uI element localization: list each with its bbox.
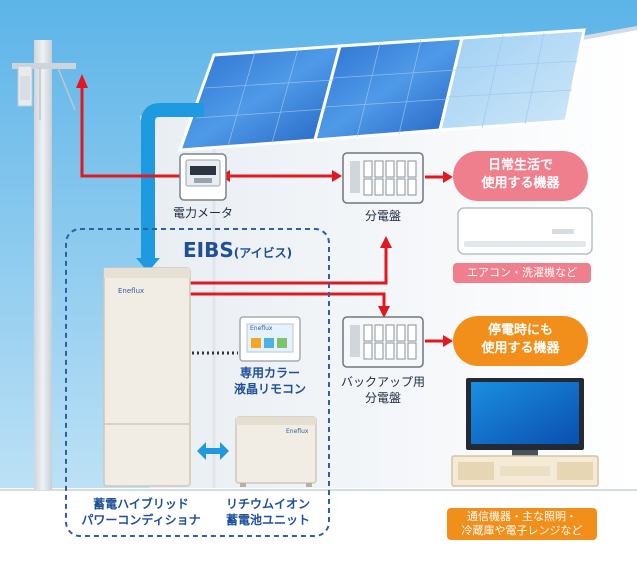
television [466, 378, 584, 456]
solar-feed-arrow [141, 103, 204, 262]
tv-stand [451, 455, 599, 487]
outage-examples-tag [447, 508, 597, 540]
eibs-title: EIBS(アイビス) [183, 238, 323, 262]
power-wires [80, 84, 443, 343]
backup-panel-label-2: 分電盤 [364, 391, 401, 405]
solar-panels [177, 28, 586, 152]
conditioner-logo: Eneflux [118, 287, 145, 295]
daily-devices-line2: 使用する機器 [481, 176, 560, 191]
conditioner-label-1: 蓄電ハイブリッド [93, 497, 189, 511]
air-conditioner [457, 207, 593, 255]
electric-meter [179, 153, 227, 201]
outage-devices-line1: 停電時にも [487, 323, 553, 338]
lithium-battery-unit [235, 416, 317, 487]
battery-label-1: リチウムイオン [225, 497, 310, 511]
battery-link-arrow [197, 442, 229, 460]
hybrid-power-conditioner [103, 267, 191, 487]
battery-label-2: 蓄電池ユニット [225, 513, 310, 527]
outage-examples-text-1: 通信機器・主な照明・ [467, 510, 577, 523]
daily-examples-tag [453, 263, 591, 283]
main-distribution-panel [342, 152, 424, 204]
main-panel-label: 分電盤 [364, 209, 401, 223]
outage-devices-pill [453, 316, 588, 366]
battery-logo: Eneflux [286, 428, 309, 435]
daily-devices-pill [453, 151, 588, 201]
conditioner-label-2: パワーコンディショナ [81, 513, 201, 527]
daily-examples-text: エアコン・洗濯機など [467, 266, 577, 279]
remote-label-2: 液晶リモコン [233, 382, 306, 396]
color-lcd-remote [239, 316, 301, 362]
backup-panel-label-1: バックアップ用 [340, 375, 425, 389]
utility-pole [12, 40, 76, 490]
daily-devices-line1: 日常生活で [487, 158, 553, 173]
eibs-title-sub: (アイビス) [233, 246, 293, 260]
backup-distribution-panel [342, 316, 424, 368]
outage-devices-line2: 使用する機器 [481, 341, 560, 356]
eibs-enclosure [65, 228, 330, 537]
remote-label-1: 専用カラー [239, 366, 300, 380]
outage-examples-text-2: 冷蔵庫や電子レンジなど [461, 524, 583, 537]
remote-logo: Eneflux [250, 325, 273, 332]
meter-label: 電力メータ [172, 206, 233, 220]
eibs-title-main: EIBS [183, 238, 234, 262]
